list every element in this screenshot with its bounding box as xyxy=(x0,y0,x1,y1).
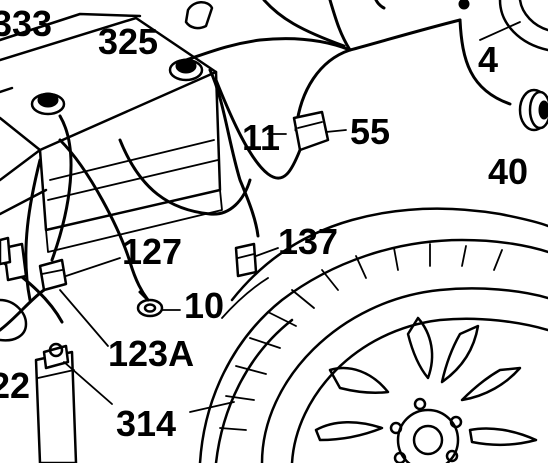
lug-nut xyxy=(389,421,403,435)
connector-block xyxy=(0,236,28,282)
callout-123a: 123A xyxy=(108,333,194,374)
callout-4: 4 xyxy=(478,39,498,80)
callout-11: 11 xyxy=(242,117,280,158)
connector-127 xyxy=(38,258,68,292)
connector-55 xyxy=(292,110,330,152)
callout-10: 10 xyxy=(184,285,224,326)
lug-nut xyxy=(393,451,407,463)
wheel xyxy=(198,207,548,463)
lug-nut xyxy=(449,415,463,429)
callout-22: 22 xyxy=(0,365,30,406)
wheel-arch xyxy=(230,207,548,302)
lug-nut xyxy=(445,449,459,463)
spoke xyxy=(468,427,538,447)
battery-terminal xyxy=(30,92,66,116)
callout-333: 333 xyxy=(0,3,52,44)
component-4 xyxy=(458,0,548,52)
spoke xyxy=(460,366,522,402)
spoke xyxy=(328,366,390,395)
callout-55: 55 xyxy=(350,111,390,152)
battery-front xyxy=(38,70,222,232)
sensor-314 xyxy=(34,342,78,463)
battery-terminal xyxy=(168,58,204,82)
callout-127: 127 xyxy=(122,231,182,272)
callout-137: 137 xyxy=(278,221,338,262)
callout-314: 314 xyxy=(116,403,176,444)
terminal-cap xyxy=(184,1,214,30)
tyre-outer xyxy=(198,238,548,463)
connector-137 xyxy=(234,242,258,278)
rim-outer xyxy=(260,287,548,463)
grommet xyxy=(0,298,28,342)
leader-lines xyxy=(59,21,521,413)
callout-325: 325 xyxy=(98,21,158,62)
callout-40: 40 xyxy=(488,151,528,192)
spoke xyxy=(314,420,384,442)
battery xyxy=(0,1,223,253)
component-40 xyxy=(518,88,548,132)
wheel-hub xyxy=(396,408,460,463)
lug-nut xyxy=(413,397,427,411)
spoke xyxy=(440,324,480,384)
spoke xyxy=(406,316,434,380)
ring-terminal-10 xyxy=(136,290,164,318)
